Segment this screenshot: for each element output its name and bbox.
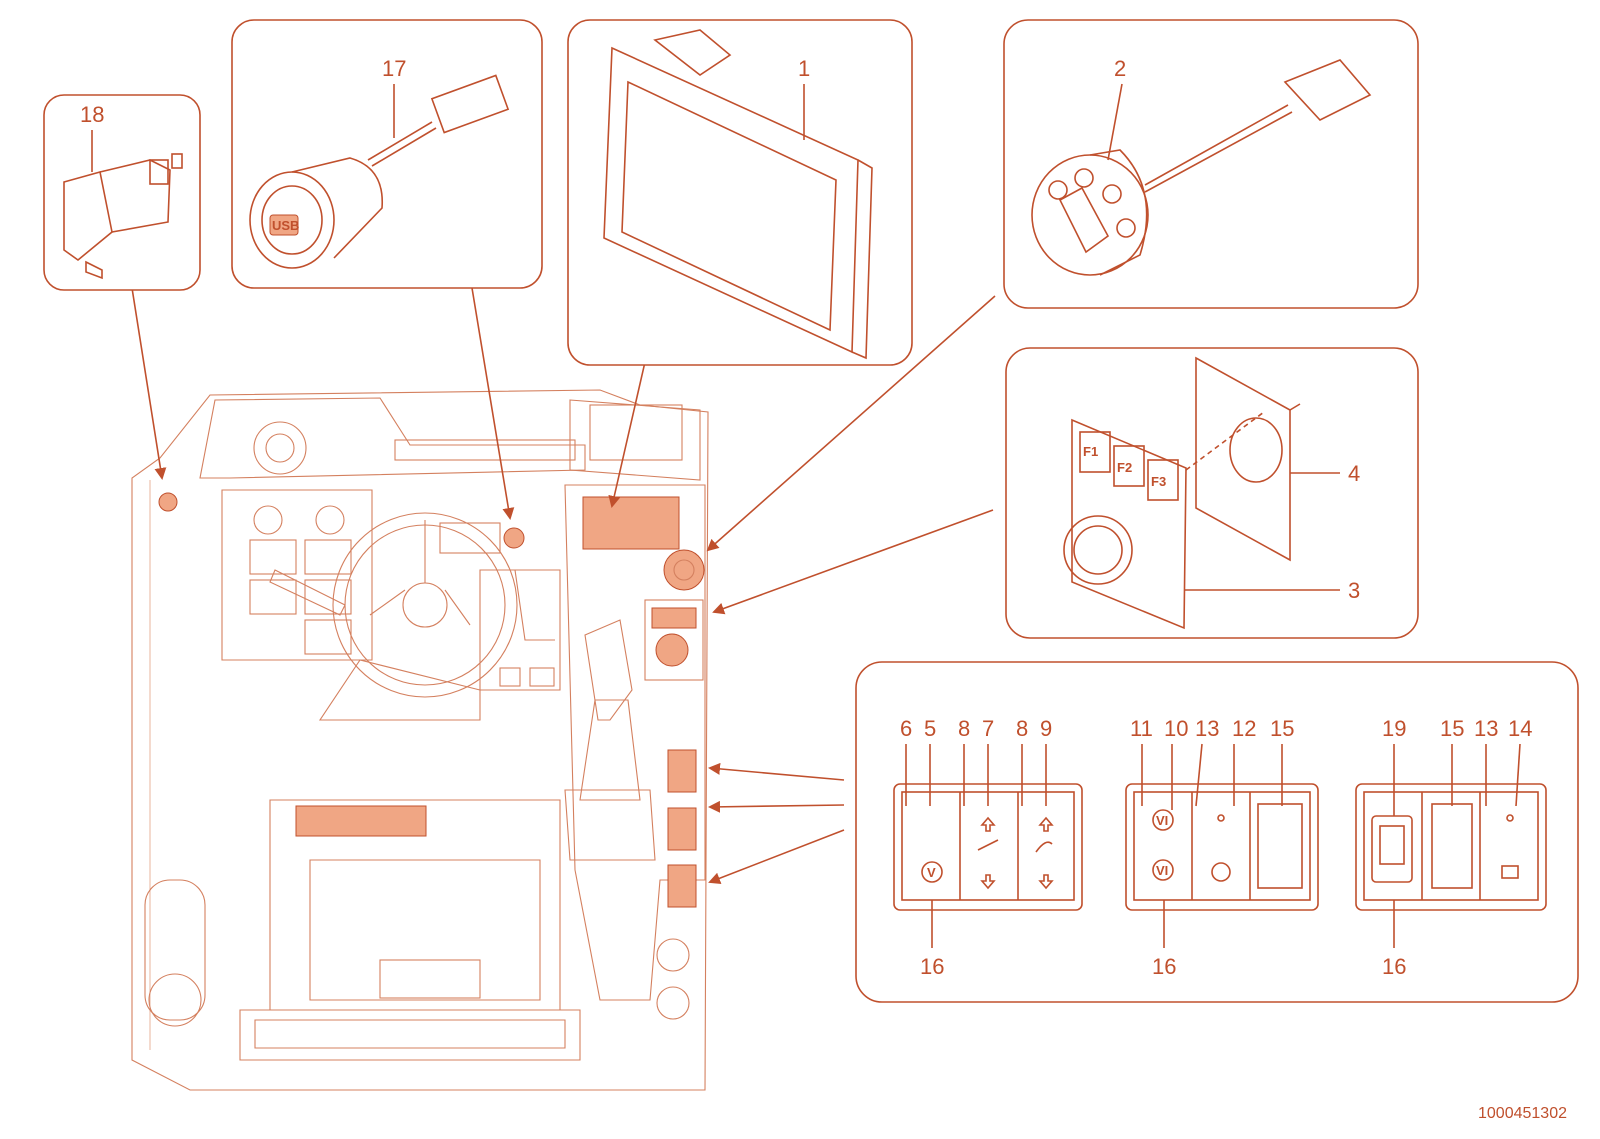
detail-3-4-control-module: F1 F2 F3 4 3 — [1005, 347, 1419, 639]
callout-g3-15: 15 — [1440, 716, 1464, 741]
key-f3: F3 — [1151, 474, 1166, 489]
callout-g3-14: 14 — [1508, 716, 1532, 741]
callout-g1-6: 6 — [900, 716, 912, 741]
usb-label: USB — [272, 218, 299, 233]
detail-2-rotary-selector: 2 — [1003, 19, 1419, 309]
callout-g1-5: 5 — [924, 716, 936, 741]
display-location-marker — [582, 496, 680, 550]
icon-vi-bottom: VI — [1156, 863, 1168, 878]
callout-g2-13: 13 — [1195, 716, 1219, 741]
key-f2: F2 — [1117, 460, 1132, 475]
callout-g3-16: 16 — [1382, 954, 1406, 979]
figure-id: 1000451302 — [1478, 1105, 1567, 1122]
callout-g2-12: 12 — [1232, 716, 1256, 741]
power-socket-location-marker — [158, 492, 178, 512]
callout-17: 17 — [382, 56, 406, 81]
switch-stack-lower-marker — [667, 864, 697, 908]
switch-group-1: V 6 5 8 7 8 9 16 — [893, 716, 1083, 979]
leader-arrows — [131, 287, 996, 884]
switch-stack-middle-marker — [667, 807, 697, 851]
icon-v: V — [927, 865, 936, 880]
switch-group-2: VI VI 11 10 13 12 15 16 — [1125, 716, 1319, 979]
callout-g1-9: 9 — [1040, 716, 1052, 741]
usb-socket-location-marker — [503, 527, 525, 549]
callout-1: 1 — [798, 56, 810, 81]
callout-g1-8b: 8 — [1016, 716, 1028, 741]
callout-g2-10: 10 — [1164, 716, 1188, 741]
callout-g3-13: 13 — [1474, 716, 1498, 741]
icon-vi-top: VI — [1156, 813, 1168, 828]
callout-2: 2 — [1114, 56, 1126, 81]
callout-g2-16: 16 — [1152, 954, 1176, 979]
callout-g2-15: 15 — [1270, 716, 1294, 741]
callout-18: 18 — [80, 102, 104, 127]
detail-18-power-socket: 18 — [43, 94, 201, 291]
switch-stack-upper-marker — [667, 749, 697, 793]
callout-3: 3 — [1348, 578, 1360, 603]
rotary-selector-location-marker — [663, 549, 705, 591]
callout-g1-7: 7 — [982, 716, 994, 741]
callout-4: 4 — [1348, 461, 1360, 486]
detail-1-display: 1 — [567, 19, 913, 366]
detail-switch-panels: V 6 5 8 7 8 9 16 — [855, 661, 1579, 1003]
cab-overview-drawing — [131, 389, 709, 1091]
callout-g1-16: 16 — [920, 954, 944, 979]
callout-g2-11: 11 — [1130, 716, 1153, 741]
switch-group-3: 19 15 13 14 16 — [1355, 716, 1547, 979]
callout-g1-8a: 8 — [958, 716, 970, 741]
key-f1: F1 — [1083, 444, 1098, 459]
joystick-module-location-marker — [655, 633, 689, 667]
callout-g3-19: 19 — [1382, 716, 1406, 741]
detail-17-usb-socket: USB 17 — [231, 19, 543, 289]
